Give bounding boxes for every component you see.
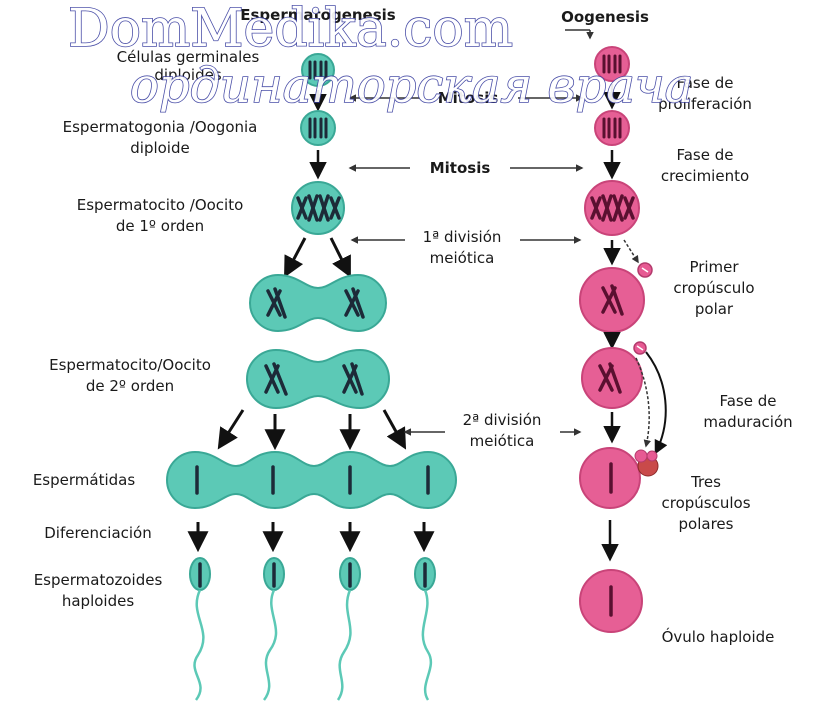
chromosomes [602,54,622,74]
label-spermatocyte-2b: de 2º orden [86,377,174,395]
label-polar-1c: polar [695,300,734,318]
chromosomes [308,60,328,80]
primary-spermatocyte-cell [291,181,345,235]
watermark: DomMedika.com ординаторская врача [67,0,694,115]
spermatogonia-cell [300,110,336,146]
oogonia-cell [594,110,630,146]
label-germ-cells: Células germinales [117,48,260,66]
label-meiosis-1b: meiótica [430,249,495,267]
spermatozoon-3 [336,557,361,701]
label-spermatocyte-1: Espermatocito /Oocito [77,196,244,214]
label-spermatocyte-1b: de 1º orden [116,217,204,235]
chromosomes [296,194,341,222]
label-mitosis: Mitosis [430,159,491,177]
watermark-line-2: ординаторская врача [130,58,693,114]
secondary-oocyte-cell [579,267,645,333]
header-spermatogenesis: Espermatogenesis [240,6,396,24]
arrow-polar-curve-2 [635,357,652,448]
spermatozoon-1 [189,557,211,701]
arrow-polar-curve-1 [645,351,668,455]
label-meiosis-2: 2ª división [463,411,542,429]
header-oogenesis: Oogenesis [561,8,649,26]
arrow-meiosis2-4 [382,409,407,450]
label-growth-2: crecimiento [661,167,749,185]
label-proliferation-2: proliferación [658,95,752,113]
label-meiosis-1: 1ª división [423,228,502,246]
chromosomes [602,117,622,139]
label-polar-3: Tres [690,473,721,491]
secondary-spermatocytes [246,348,390,410]
dividing-spermatocyte [249,273,387,333]
primary-oocyte-cell [584,180,640,236]
label-proliferation: Fase de [676,74,733,92]
arrow-meiosis1-right [329,237,351,278]
label-spermatozoa-2: haploides [62,592,134,610]
arrow-meiosis2-1 [217,409,245,450]
label-ovum: Óvulo haploide [662,627,775,646]
oogenesis-column [579,46,668,633]
three-polar-bodies [634,449,659,477]
label-germ-cells-2: diploides [154,66,221,84]
chromosomes [598,362,622,394]
label-maturation-2: maduración [703,413,792,431]
arrow-polar-1 [623,239,639,264]
chromosomes [590,194,635,222]
label-polar-1b: cropúsculo [673,279,754,297]
label-mitosis-top: Mitosis [438,89,499,107]
arrow-meiosis1-left [284,237,307,278]
label-polar-1: Primer [689,258,739,276]
chromosomes [308,117,328,139]
label-growth: Fase de [676,146,733,164]
label-differentiation: Diferenciación [44,524,152,542]
label-spermatocyte-2: Espermatocito/Oocito [49,356,211,374]
label-maturation: Fase de [719,392,776,410]
labels: Espermatogenesis Oogenesis Células germi… [33,6,793,646]
label-spermatozoa: Espermatozoides [34,571,163,589]
label-meiosis-2b: meiótica [470,432,535,450]
watermark-line-1: DomMedika.com [68,0,513,59]
spermatogenesis-column [166,53,457,701]
chromosomes [601,284,624,316]
oocyte-2nd-order-cell [581,347,643,409]
label-spermatids: Espermátidas [33,471,136,489]
spermatozoon-2 [262,557,285,701]
label-spermatogonia: Espermatogonia /Oogonia [63,118,258,136]
label-polar-3c: polares [679,515,734,533]
label-spermatogonia-2: diploide [130,139,189,157]
phase-arrows [348,29,594,436]
spermatids [166,450,457,510]
spermatozoon-4 [414,557,436,701]
label-polar-3b: cropúsculos [661,494,750,512]
